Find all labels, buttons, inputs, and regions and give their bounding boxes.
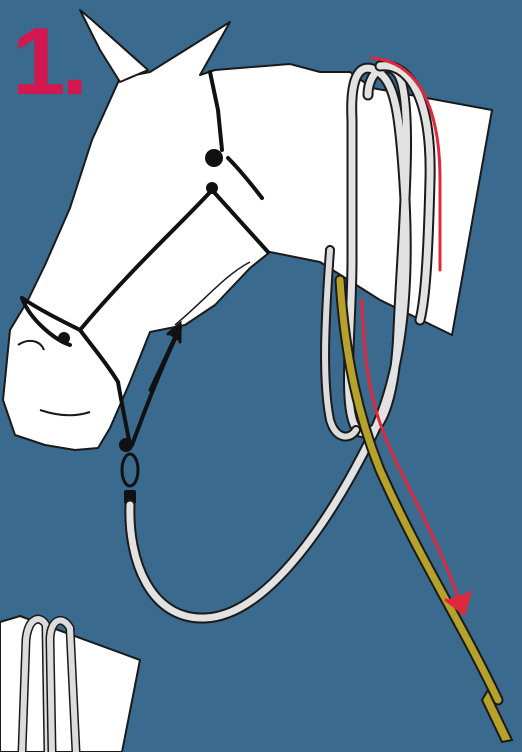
halter-arrow-icon xyxy=(150,324,180,390)
horse-ear-left xyxy=(80,10,148,82)
